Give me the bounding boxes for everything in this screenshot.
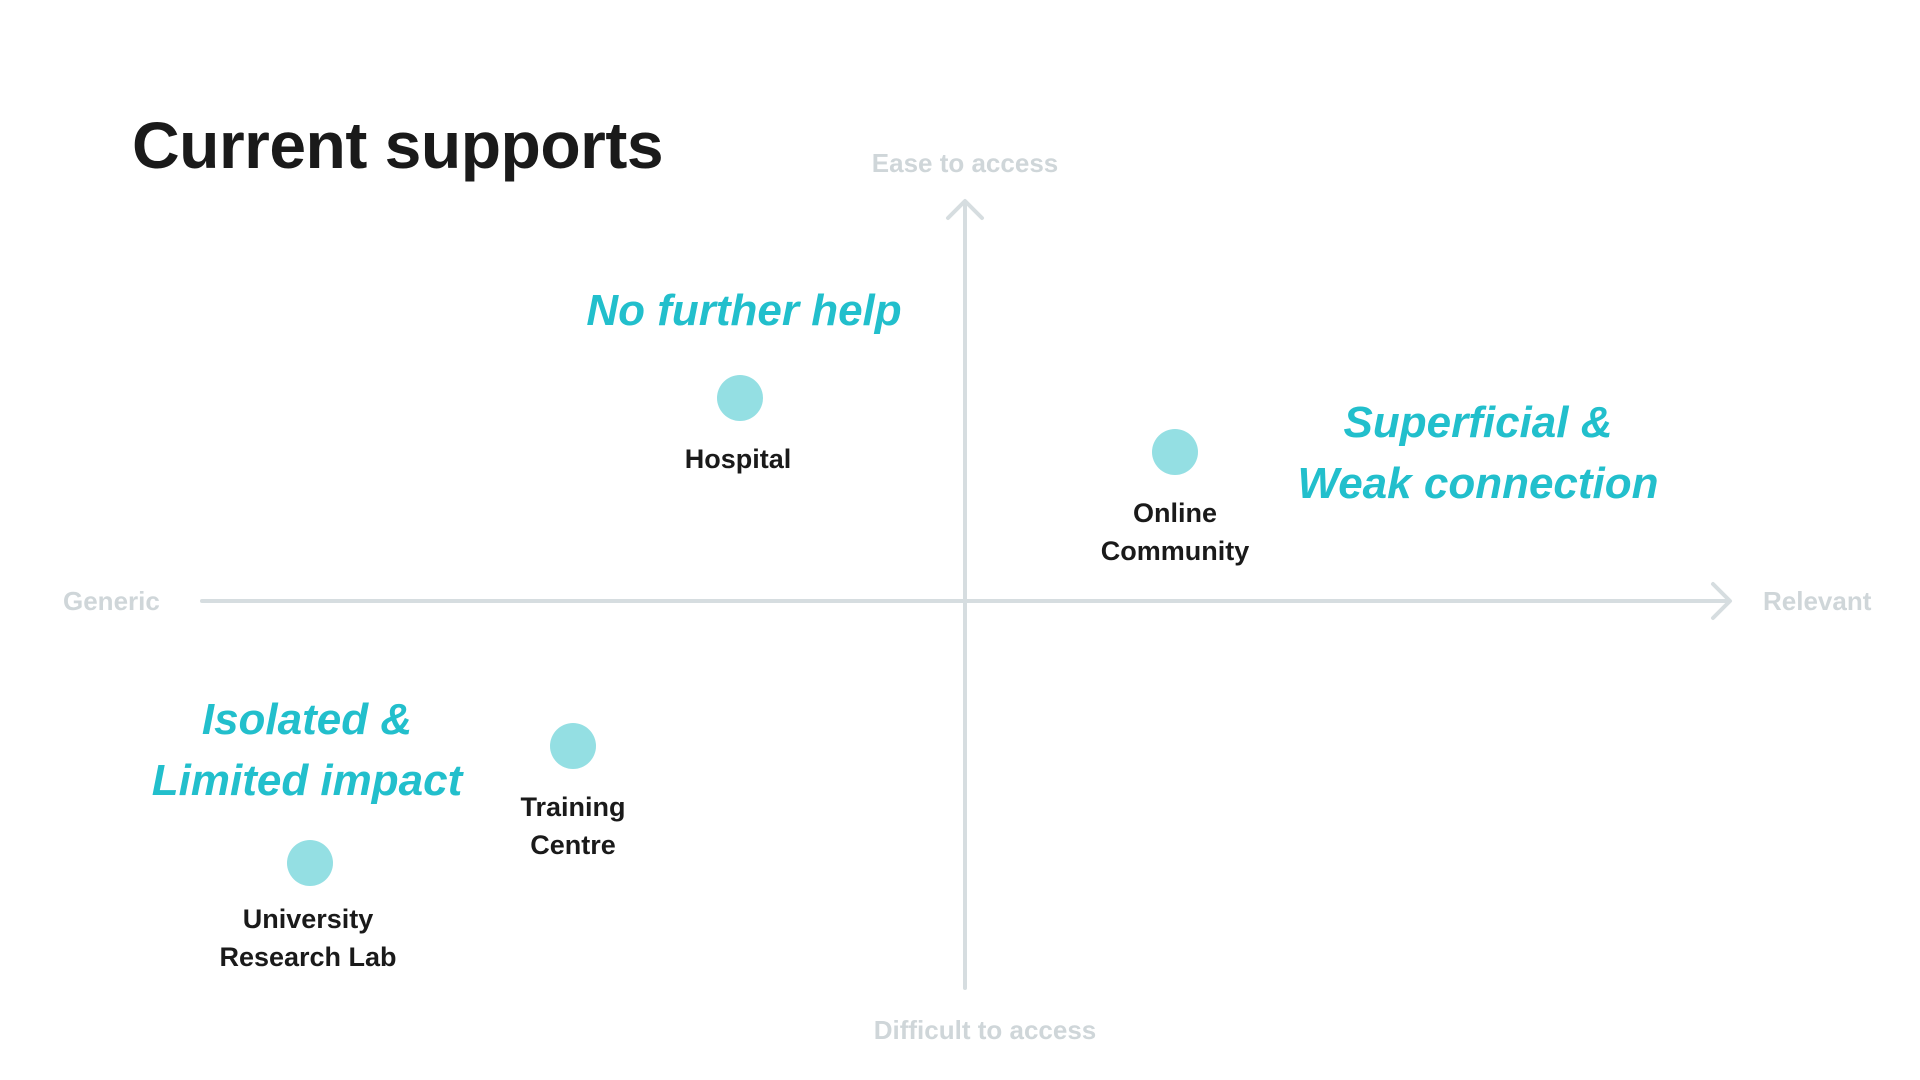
point-label-line: Research Lab — [219, 942, 397, 972]
axis-label-top: Ease to access — [871, 148, 1059, 178]
point-label-hospital: Hospital — [685, 440, 792, 478]
point-label-online-community: Online Community — [1101, 494, 1250, 570]
point-online-community — [1152, 429, 1198, 475]
right-arrow-icon — [1711, 582, 1732, 620]
point-label-line: University — [242, 904, 374, 934]
quadrant-label-isolated: Isolated & Limited impact — [152, 689, 463, 811]
point-label-university-research-lab: University Research Lab — [219, 900, 396, 976]
quadrant-label-line: Isolated & — [201, 695, 413, 744]
point-university-research-lab — [287, 840, 333, 886]
up-arrow-icon — [946, 199, 984, 220]
axis-label-left: Generic — [63, 586, 160, 616]
point-label-line: Hospital — [684, 444, 792, 474]
point-label-line: Training — [520, 792, 626, 822]
quadrant-label-superficial: Superficial & Weak connection — [1297, 392, 1658, 514]
quadrant-label-line: Weak connection — [1297, 459, 1659, 508]
point-label-line: Community — [1100, 536, 1250, 566]
point-label-line: Online — [1132, 498, 1217, 528]
quadrant-label-line: Superficial & — [1343, 398, 1613, 447]
point-label-training-centre: Training Centre — [520, 788, 625, 864]
slide-title: Current supports — [132, 108, 664, 182]
point-label-line: Centre — [530, 830, 616, 860]
point-hospital — [717, 375, 763, 421]
quadrant-label-no-further-help: No further help — [586, 280, 901, 341]
axis-label-right: Relevant — [1763, 586, 1872, 616]
point-training-centre — [550, 723, 596, 769]
quadrant-label-line: Limited impact — [151, 756, 463, 805]
axis-label-bottom: Difficult to access — [873, 1015, 1097, 1045]
quadrant-label-line: No further help — [586, 286, 902, 335]
